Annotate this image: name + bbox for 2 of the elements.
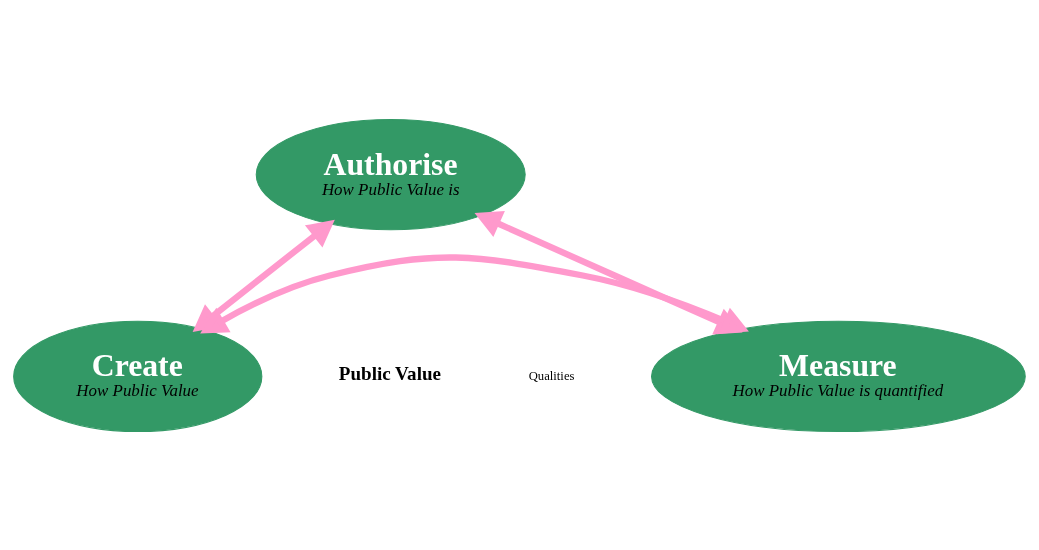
label: Public Value (338, 362, 441, 384)
label: Qualities (528, 368, 575, 383)
